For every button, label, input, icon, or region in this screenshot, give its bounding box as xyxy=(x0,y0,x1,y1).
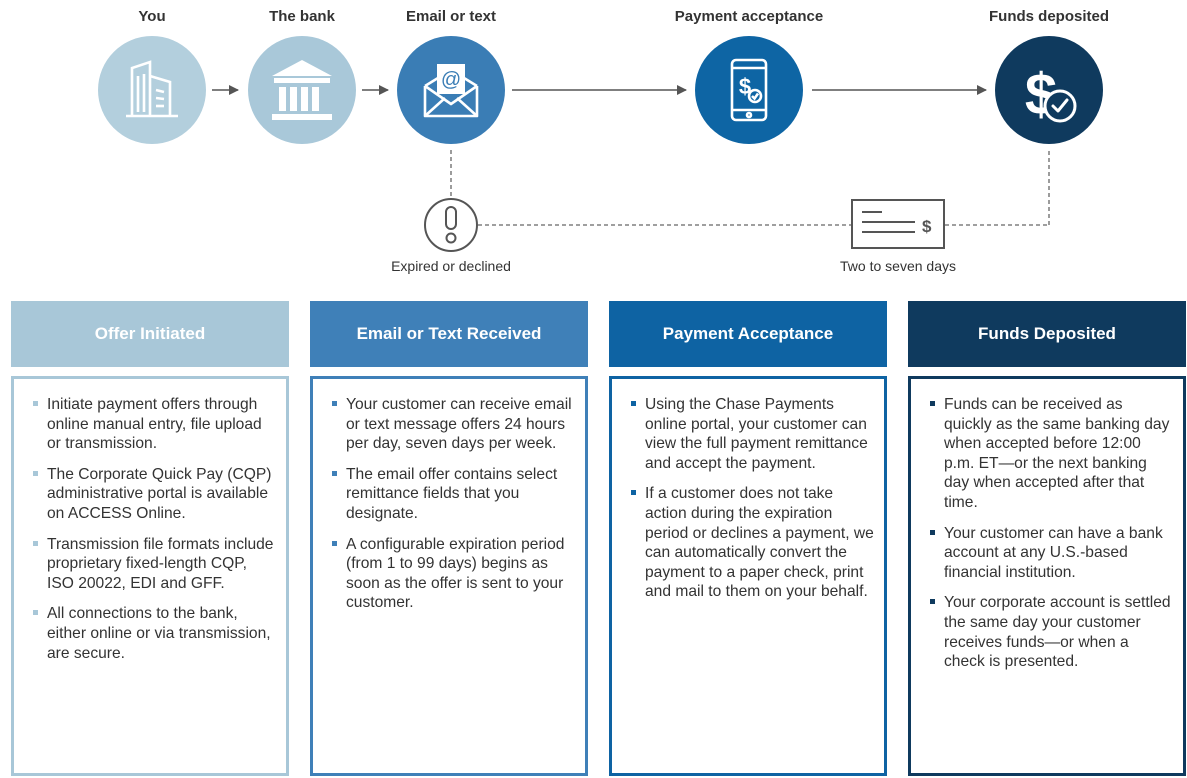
step-label-email: Email or text xyxy=(405,8,497,25)
step-label-deposited: Funds deposited xyxy=(989,8,1109,25)
svg-text:$: $ xyxy=(739,74,751,99)
header-funds-deposited: Funds Deposited xyxy=(908,301,1186,367)
column-offer-initiated: Initiate payment offers through online m… xyxy=(11,376,289,776)
bank-icon xyxy=(248,36,356,144)
header-offer-initiated: Offer Initiated xyxy=(11,301,289,367)
bullet-list: Initiate payment offers through online m… xyxy=(32,395,276,663)
column-funds-deposited: Funds can be received as quickly as the … xyxy=(908,376,1186,776)
svg-text:@: @ xyxy=(441,69,461,91)
column-email-text-received: Your customer can receive email or text … xyxy=(310,376,588,776)
list-item: Initiate payment offers through online m… xyxy=(32,395,276,454)
paper-check-icon: $ xyxy=(851,199,945,249)
header-email-text-received: Email or Text Received xyxy=(310,301,588,367)
flow-connectors: $ xyxy=(212,85,1050,252)
list-item: Using the Chase Payments online portal, … xyxy=(630,395,874,473)
list-item: Transmission file formats include propri… xyxy=(32,535,276,594)
bullet-list: Your customer can receive email or text … xyxy=(331,395,575,613)
email-envelope-icon: @ xyxy=(397,36,505,144)
step-label-you: You xyxy=(138,8,166,25)
list-item: Your customer can have a bank account at… xyxy=(929,524,1173,583)
list-item: The Corporate Quick Pay (CQP) administra… xyxy=(32,465,276,524)
mobile-payment-icon: $ xyxy=(695,36,803,144)
column-payment-acceptance: Using the Chase Payments online portal, … xyxy=(609,376,887,776)
step-label-acceptance: Payment acceptance xyxy=(674,8,824,25)
step-label-bank: The bank xyxy=(269,8,335,25)
list-item: If a customer does not take action durin… xyxy=(630,484,874,602)
list-item: Your corporate account is settled the sa… xyxy=(929,593,1173,671)
exclamation-icon xyxy=(424,198,478,252)
two-to-seven-days-label: Two to seven days xyxy=(840,258,956,274)
list-item: Your customer can receive email or text … xyxy=(331,395,575,454)
list-item: A configurable expiration period (from 1… xyxy=(331,535,575,613)
office-building-icon xyxy=(98,36,206,144)
list-item: The email offer contains select remittan… xyxy=(331,465,575,524)
header-payment-acceptance: Payment Acceptance xyxy=(609,301,887,367)
check-dollar-sign: $ xyxy=(922,217,932,236)
dollar-check-icon: $ xyxy=(995,36,1103,144)
bullet-list: Using the Chase Payments online portal, … xyxy=(630,395,874,602)
list-item: All connections to the bank, either onli… xyxy=(32,604,276,663)
list-item: Funds can be received as quickly as the … xyxy=(929,395,1173,513)
expired-declined-label: Expired or declined xyxy=(391,258,511,274)
bullet-list: Funds can be received as quickly as the … xyxy=(929,395,1173,672)
